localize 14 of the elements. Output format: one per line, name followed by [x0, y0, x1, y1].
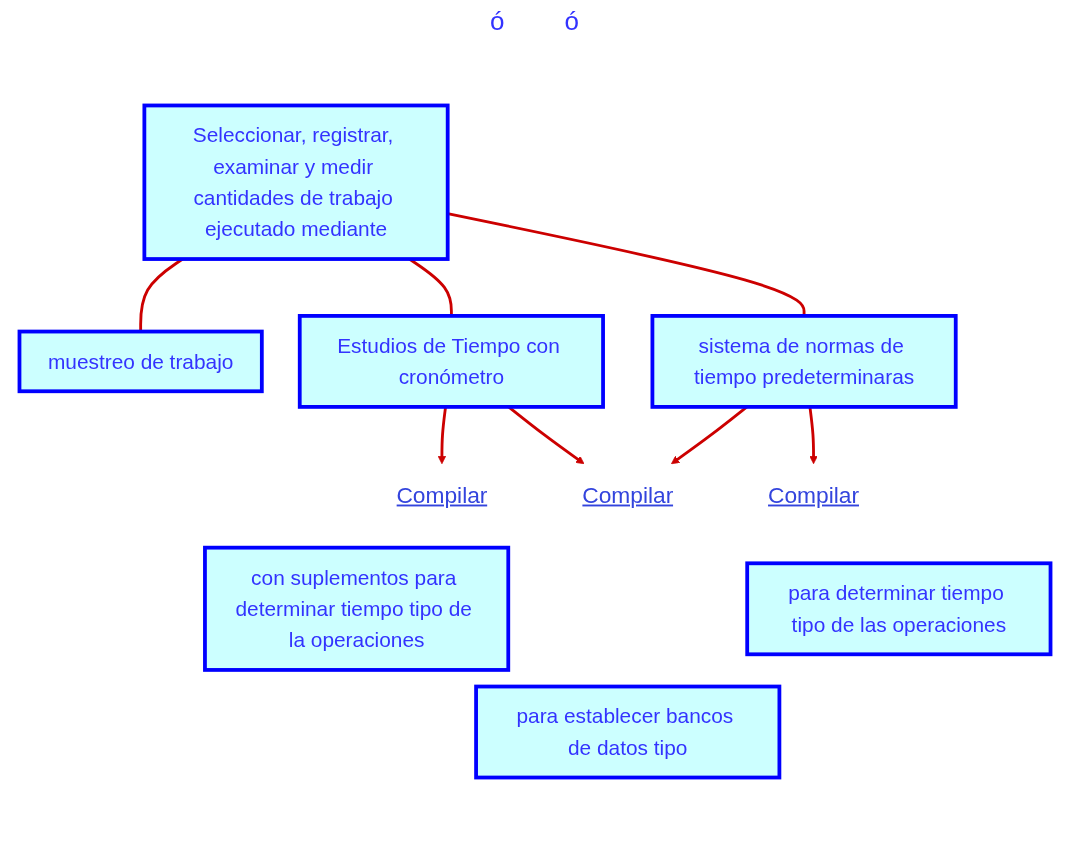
arrow	[437, 406, 447, 465]
node-box: para establecer bancos de datos tipo	[473, 684, 781, 780]
node-box: para determinar tiempo tipo de las operaciones	[744, 561, 1052, 657]
node-box: sistema de normas de tiempo predeterminaras	[650, 314, 958, 409]
node-box: Seleccionar, registrar, examinar y medir cantidades de trabajo ejecutado mediante	[141, 103, 450, 261]
node-text: Compilar	[395, 481, 487, 508]
connector-word: ó	[490, 6, 505, 37]
node-text: Compilar	[767, 481, 859, 508]
arrow	[808, 406, 818, 465]
node-box: con suplementos para determinar tiempo tipo de la operaciones	[202, 545, 510, 672]
node-box: Estudios de Tiempo con cronómetro	[297, 314, 605, 409]
node-text: Compilar	[581, 481, 673, 508]
node-box: muestreo de trabajo	[17, 329, 264, 394]
connector-word: ó	[564, 6, 579, 37]
